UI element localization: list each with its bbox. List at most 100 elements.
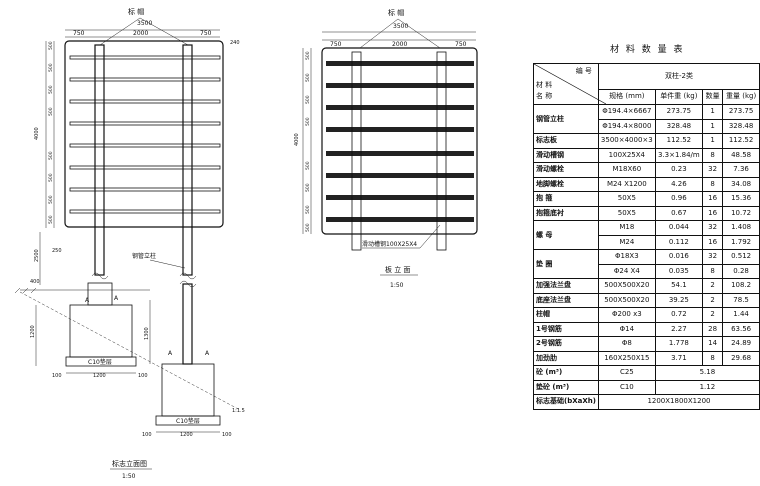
table-row: 柱帽 Φ200 x3 0.72 2 1.44	[533, 307, 760, 323]
front-pad-right	[155, 415, 221, 426]
table-row: 底座法兰盘 500X500X20 39.25 2 78.5	[533, 292, 760, 308]
row-qty: 2	[701, 278, 724, 294]
corner-label-material: 材 料	[536, 81, 553, 89]
row-qty: 16	[701, 191, 724, 207]
row-name: 底座法兰盘	[533, 292, 599, 308]
row-qty: 28	[701, 321, 724, 337]
front-pad-left	[65, 356, 137, 367]
row-qty: 1	[701, 133, 724, 149]
front-section-a-lower-left: A	[168, 350, 173, 357]
front-scale: 1:50	[122, 473, 136, 480]
corner-diagonal	[534, 64, 606, 104]
table-row: 标志板 3500×4000×3 112.52 1 112.52	[533, 133, 760, 149]
row-name: 钢管立柱	[533, 104, 599, 134]
table-row-concrete: 垫砼 (m³) C10 1.12	[533, 379, 760, 395]
row-qty: 8	[701, 147, 724, 163]
front-base-dim-left: 100	[52, 373, 62, 379]
panel-spacing-label: 500	[305, 223, 311, 232]
table-columns-row: 规格 (mm) 单件重 (kg) 数量 重量 (kg)	[534, 88, 760, 106]
row-qty: 32	[701, 249, 724, 265]
front-spacing-label: 500	[48, 107, 54, 116]
front-foundation-right	[161, 363, 215, 417]
row-spec: 500X500X20	[597, 292, 656, 308]
table-row: 抱 箍 50X5 0.96 16 15.36	[533, 191, 760, 207]
row-spec: Φ200 x3	[597, 307, 656, 323]
row-total: 108.2	[722, 278, 760, 294]
row-qty: 8	[701, 350, 724, 366]
row-total: 1.408	[722, 220, 760, 236]
table-row: M24 0.112 16 1.792	[534, 234, 760, 250]
row-spec: Φ24 X4	[597, 263, 656, 279]
front-dim-400: 400	[30, 279, 40, 285]
concrete-value: 5.18	[654, 365, 760, 381]
row-qty: 32	[701, 220, 724, 236]
front-post-lower	[182, 283, 193, 365]
concrete-grade: C25	[597, 365, 656, 381]
row-name: 垫 圈	[533, 249, 599, 279]
panel-view: 标 帽 3500 750 2000 750 4000 500 500 500 5…	[294, 8, 478, 289]
front-spacing-label: 500	[48, 41, 54, 50]
table-row: 滑动螺栓 M18X60 0.23 32 7.36	[533, 162, 760, 178]
row-qty: 2	[701, 292, 724, 308]
row-unit: 1.778	[654, 336, 703, 352]
panel-post-right	[436, 51, 447, 251]
panel-title: 板 立 面	[385, 265, 410, 274]
concrete-name: 垫砼 (m³)	[533, 379, 599, 395]
col-qty: 数量	[701, 88, 724, 106]
row-spec: Φ194.4×8000	[597, 118, 656, 134]
panel-dim-left: 750	[330, 41, 342, 48]
row-total: 63.56	[722, 321, 760, 337]
foundation-value: 1200X1800X1200	[597, 394, 760, 410]
front-callout: 标 帽	[128, 7, 144, 16]
front-dim-total: 3500	[137, 20, 152, 27]
row-spec: 160X250X15	[597, 350, 656, 366]
panel-dim-total: 3500	[393, 23, 408, 30]
front-mark-right: 240	[230, 40, 240, 46]
row-total: 78.5	[722, 292, 760, 308]
row-unit: 0.044	[654, 220, 703, 236]
row-unit: 112.52	[654, 133, 703, 149]
panel-spacing-label: 500	[305, 51, 311, 60]
front-section-a-right: A	[114, 295, 119, 302]
foundation-name: 标志基础(bXaXh)	[533, 394, 599, 410]
panel-spacing-label: 500	[305, 205, 311, 214]
front-dim-250: 250	[52, 248, 62, 254]
row-total: 34.08	[722, 176, 760, 192]
table-row: 2号钢筋 Φ8 1.778 14 24.89	[533, 336, 760, 352]
panel-height-total: 4000	[294, 133, 300, 146]
row-name: 螺 母	[533, 220, 599, 250]
row-name: 地脚螺栓	[533, 176, 599, 192]
row-spec: M24	[597, 234, 656, 250]
front-spacing-label: 500	[48, 85, 54, 94]
col-unit: 单件重 (kg)	[654, 88, 703, 106]
row-qty: 1	[701, 104, 724, 120]
row-spec: M24 X1200	[597, 176, 656, 192]
table-row: Φ194.4×8000 328.48 1 328.48	[534, 118, 760, 134]
row-total: 328.48	[722, 118, 760, 134]
row-qty: 1	[701, 118, 724, 134]
table-row-foundation: 标志基础(bXaXh) 1200X1800X1200	[533, 394, 760, 410]
table-row: Φ24 X4 0.035 8 0.28	[534, 263, 760, 279]
row-unit: 4.26	[654, 176, 703, 192]
front-slope-label: 1:1.5	[232, 408, 245, 414]
header-type-cell: 双柱-2类	[597, 63, 760, 90]
table-header-row: 编 号 材 料 名 称 双柱-2类	[533, 63, 760, 105]
front-height-total: 4000	[34, 127, 40, 140]
concrete-name: 砼 (m³)	[533, 365, 599, 381]
row-unit: 0.96	[654, 191, 703, 207]
row-total: 112.52	[722, 133, 760, 149]
front-rails	[69, 55, 221, 214]
concrete-value: 1.12	[654, 379, 760, 395]
materials-table: 编 号 材 料 名 称 双柱-2类 规格 (mm) 单件重 (kg) 数量 重量…	[533, 63, 760, 410]
front-spacing-label: 500	[48, 63, 54, 72]
corner-label-code: 编 号	[575, 67, 592, 75]
front-flange	[87, 282, 113, 306]
row-name: 柱帽	[533, 307, 599, 323]
front-spacing-label: 500	[48, 173, 54, 182]
row-unit: 0.035	[654, 263, 703, 279]
row-unit: 0.112	[654, 234, 703, 250]
row-spec: Φ194.4×6667	[597, 104, 656, 120]
row-name: 1号钢筋	[533, 321, 599, 337]
row-spec: 100X25X4	[597, 147, 656, 163]
